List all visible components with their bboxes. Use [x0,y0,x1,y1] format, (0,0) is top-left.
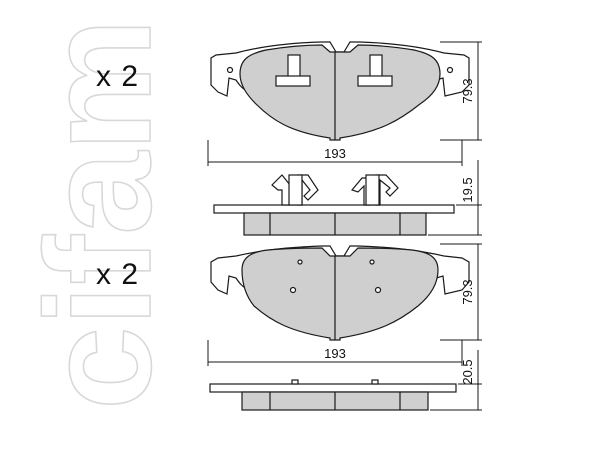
upper-thickness-dimension [428,160,482,236]
upper-quantity-label: x 2 [96,60,140,93]
upper-height-label: 79.3 [460,78,475,103]
lower-width-dimension [207,340,463,366]
lower-pad-front-view [210,245,470,341]
upper-width-label: 193 [324,146,346,161]
upper-left-clip [275,54,311,87]
upper-side-left-clip [271,174,291,206]
upper-friction-lining [239,44,441,141]
upper-pad-side-view [213,174,455,236]
upper-right-clip [357,54,393,87]
lower-height-dimension [440,243,482,341]
lower-pad-side-view [209,379,457,411]
brand-watermark: cifam [13,17,183,410]
lower-quantity-label: x 2 [96,258,140,291]
lower-height-label: 79.3 [460,279,475,304]
lower-friction-lining [241,247,439,341]
lower-thickness-dimension [430,350,482,411]
upper-thickness-label: 19.5 [460,177,475,202]
lower-width-label: 193 [324,346,346,361]
lower-thickness-label: 20.5 [460,359,475,384]
upper-side-backing-plate [213,204,455,214]
svg-text:cifam: cifam [14,18,182,410]
upper-pad-front-view [210,41,470,141]
upper-width-dimension [207,140,463,166]
lower-side-backing-plate [209,383,457,393]
upper-height-dimension [440,41,482,141]
